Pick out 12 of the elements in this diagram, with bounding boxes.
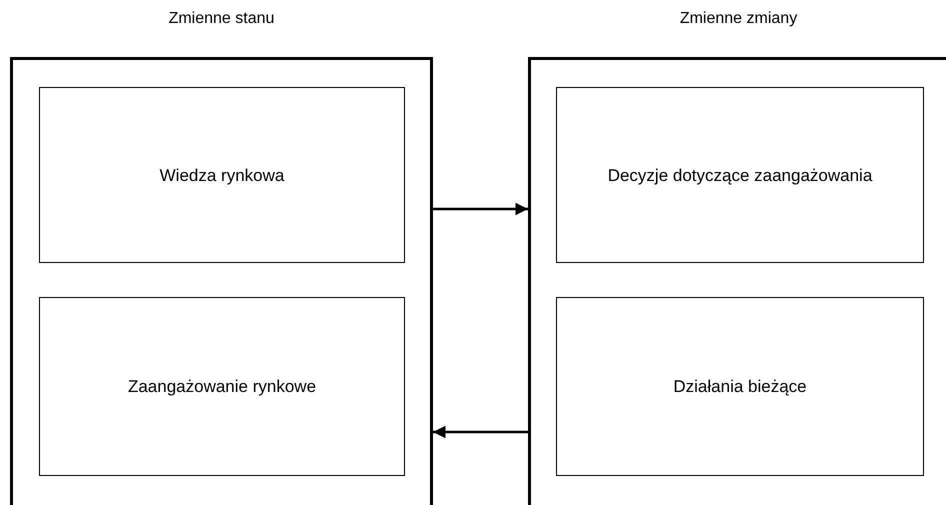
arrow	[433, 426, 528, 438]
process-box	[556, 297, 924, 476]
process-box	[556, 87, 924, 263]
arrow	[433, 202, 528, 216]
box-label: Działania bieżące	[672, 376, 808, 397]
box-label: Decyzje dotyczące zaangażowania	[606, 164, 874, 186]
process-box	[39, 87, 405, 263]
group-heading: Zmienne zmiany	[680, 10, 798, 28]
box-label: Wiedza rynkowa	[158, 164, 286, 186]
process-box	[39, 297, 405, 476]
box-label: Zaangażowanie rynkowe	[126, 376, 318, 397]
group-heading: Zmienne stanu	[168, 10, 274, 28]
